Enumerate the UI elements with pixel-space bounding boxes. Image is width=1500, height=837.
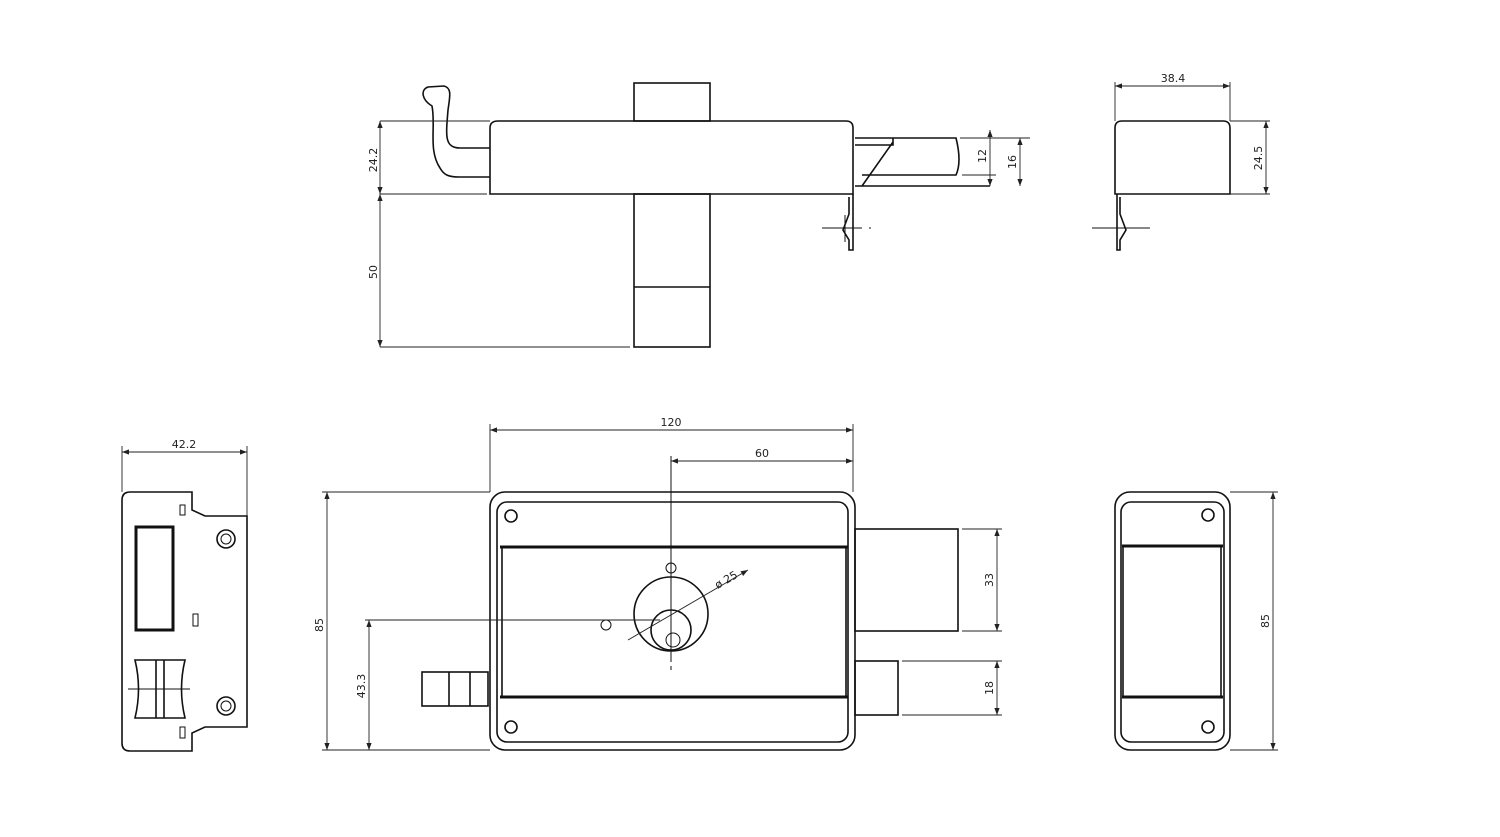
deadbolt [854, 528, 959, 632]
dim-120: 120 [661, 416, 682, 429]
dim-33: 33 [983, 573, 996, 587]
dim-50: 50 [367, 265, 380, 279]
front-view: ø 25 120 60 85 43.3 33 18 [313, 416, 1002, 751]
dim-38-4: 38.4 [1161, 72, 1186, 85]
dim-60: 60 [755, 447, 769, 460]
cylinder-top [633, 82, 711, 122]
mounting-bracket [842, 194, 854, 251]
end-view: 85 [1114, 491, 1278, 751]
dim-12: 12 [976, 149, 989, 163]
side-view: 38.4 24.5 [1092, 72, 1270, 251]
cylinder-bottom [633, 193, 711, 348]
bolt-side [855, 137, 990, 187]
dim-85-front: 85 [313, 618, 326, 632]
dim-16: 16 [1006, 155, 1019, 169]
dim-diameter-25: ø 25 [713, 568, 740, 591]
dim-18: 18 [983, 681, 996, 695]
dim-85-end: 85 [1259, 614, 1272, 628]
side-latch [421, 671, 489, 707]
lock-body-top [489, 120, 854, 195]
lever-handle [422, 85, 490, 178]
top-view: 24.2 50 12 16 [367, 82, 1030, 348]
dim-43-3: 43.3 [355, 674, 368, 699]
dim-42-2: 42.2 [172, 438, 197, 451]
dim-24-5: 24.5 [1252, 146, 1265, 171]
strike-plate: 42.2 [121, 438, 248, 752]
dim-24-2: 24.2 [367, 148, 380, 173]
latch-bolt [854, 660, 899, 716]
